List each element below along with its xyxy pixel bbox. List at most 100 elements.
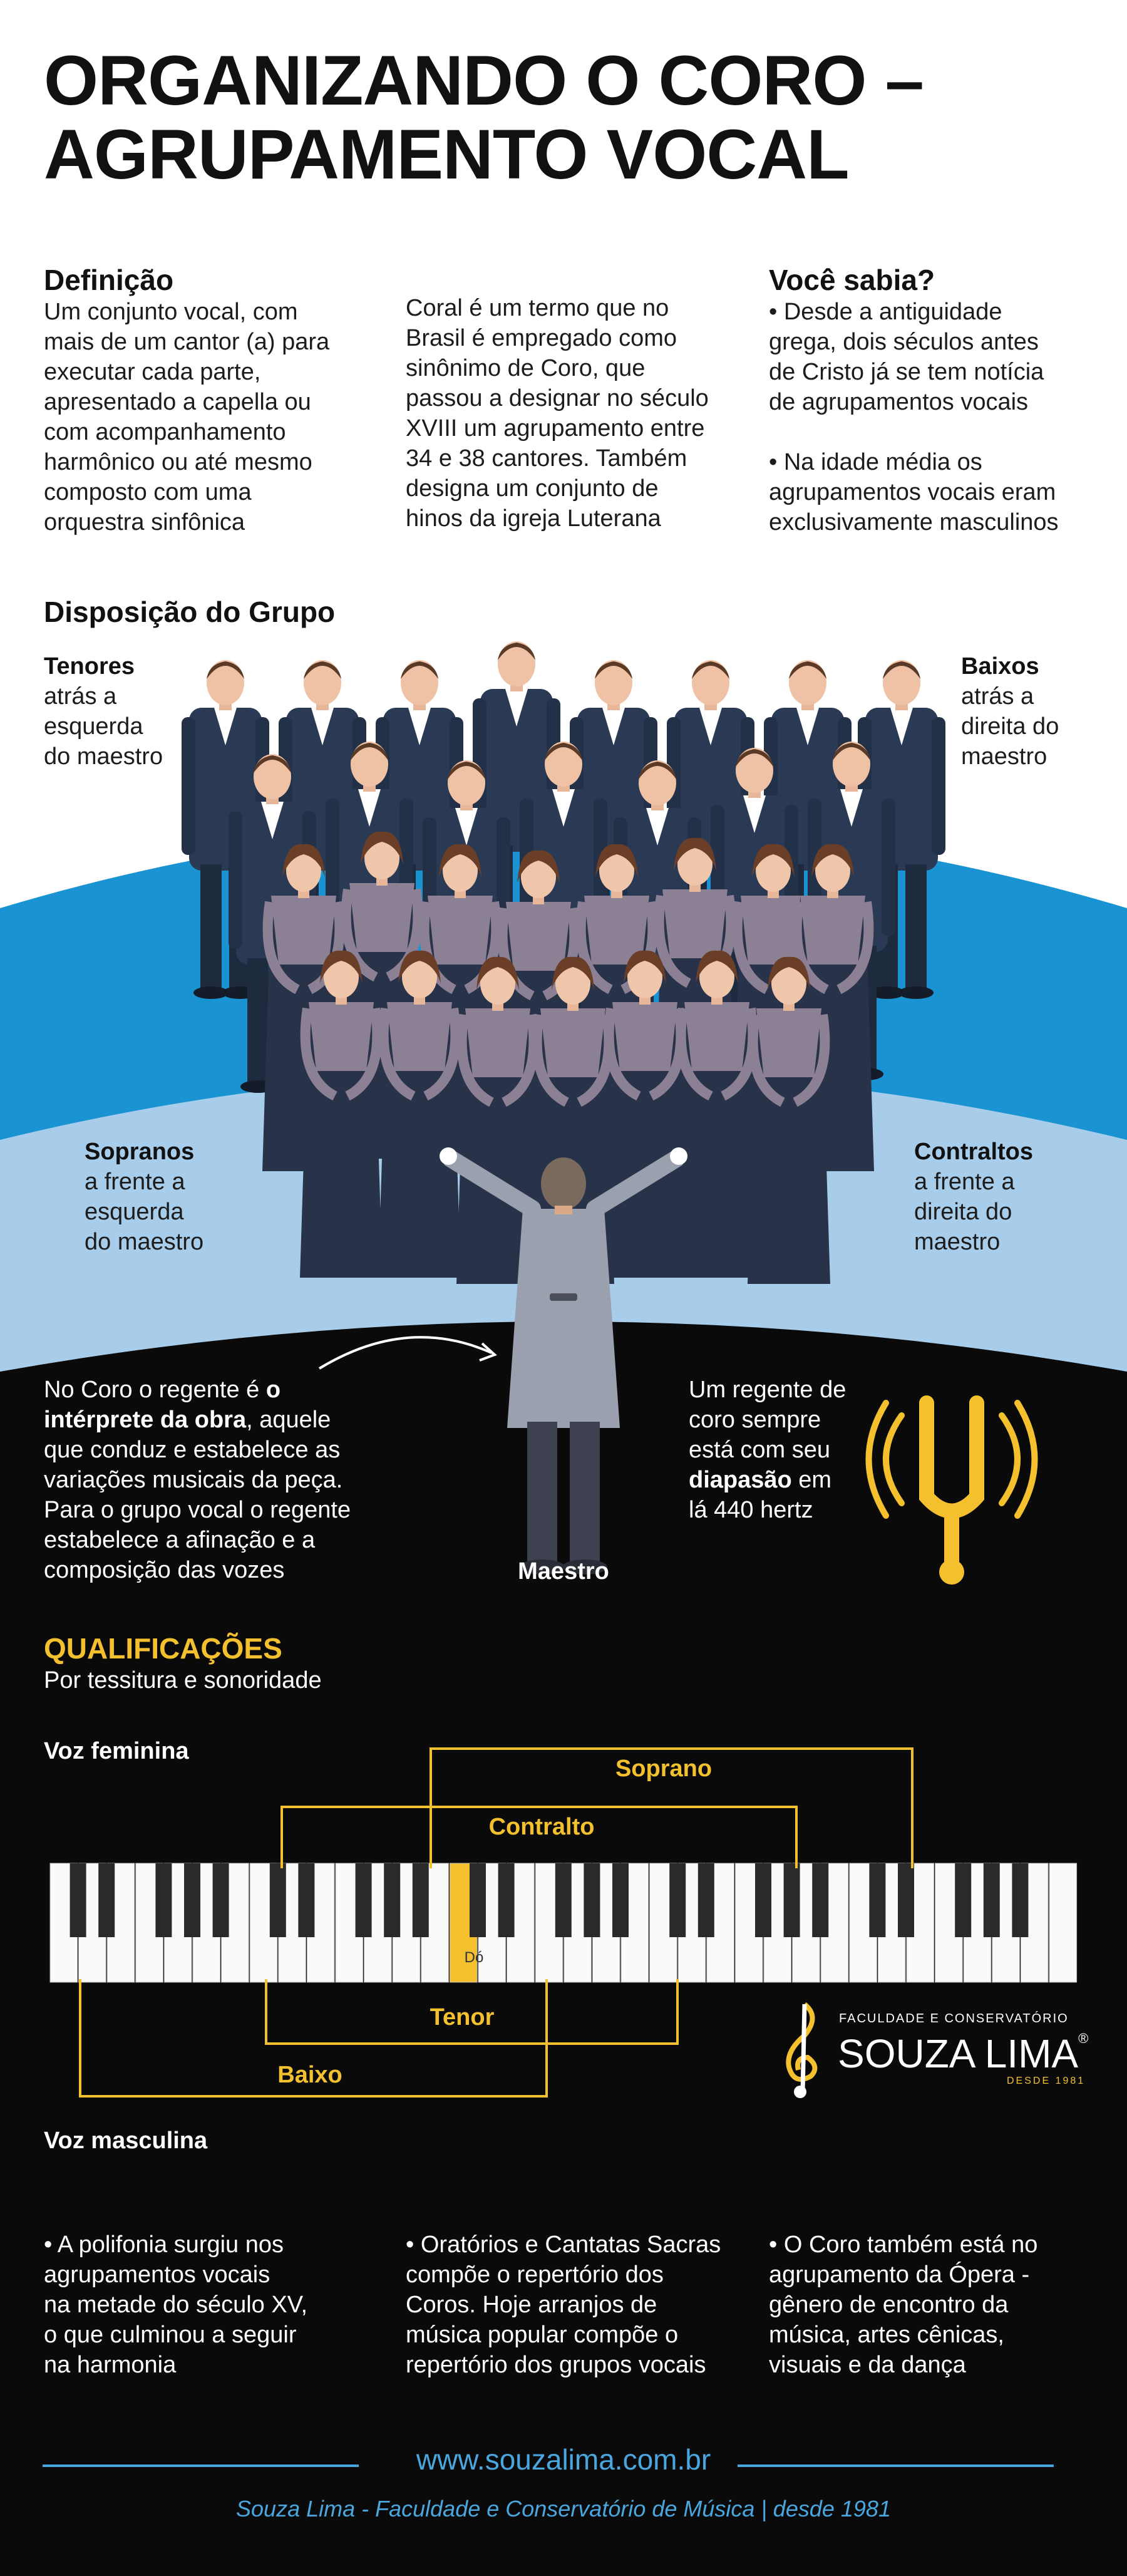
logo-name-2: LIMA <box>984 2031 1079 2076</box>
souza-lima-logo: FACULDADE E CONSERVATÓRIO SOUZA LIMA® DE… <box>776 1998 1089 2098</box>
baixos-line: maestro <box>961 743 1047 770</box>
black-key <box>155 1863 172 1937</box>
did-you-know-line: • Desde a antiguidade <box>769 299 1002 325</box>
regente-bold-part: intérprete da obra <box>44 1407 247 1433</box>
black-key <box>355 1863 372 1937</box>
disposition-heading: Disposição do Grupo <box>44 596 336 628</box>
did-you-know-text: • Desde a antiguidade grega, dois século… <box>769 297 1107 537</box>
regente-line: Para o grupo vocal o regente <box>44 1497 351 1523</box>
maestro-figure <box>440 1147 687 1575</box>
tenores-line: atrás a <box>44 683 117 710</box>
regente-line: variações musicais da peça. <box>44 1467 343 1493</box>
bullet-line: • O Coro também está no <box>769 2232 1038 2258</box>
black-key <box>955 1863 972 1937</box>
baixos-line: direita do <box>961 713 1059 740</box>
bullet-polifonia: • A polifonia surgiu nos agrupamentos vo… <box>44 2230 394 2380</box>
diapasao-line: Um regente de <box>689 1377 847 1403</box>
keyboard-range-diagram <box>49 1747 1078 2098</box>
black-key <box>612 1863 629 1937</box>
black-key <box>869 1863 886 1937</box>
qualificacoes-block: QUALIFICAÇÕES Por tessitura e sonoridade <box>44 1632 322 1695</box>
baixos-label: Baixos atrás a direita do maestro <box>961 651 1059 772</box>
tenor-range-label: Tenor <box>430 2004 495 2030</box>
did-you-know-line: • Na idade média os <box>769 449 982 475</box>
tenores-title: Tenores <box>44 653 135 680</box>
did-you-know-heading: Você sabia? <box>769 264 935 296</box>
sopranos-label: Sopranos a frente a esquerda do maestro <box>85 1137 203 1257</box>
coral-line: hinos da igreja Luterana <box>406 505 661 532</box>
regente-text-part: No Coro o regente é <box>44 1377 266 1403</box>
contralto-range <box>280 1806 798 1868</box>
contraltos-line: direita do <box>914 1199 1012 1225</box>
bullet-line: música popular compõe o <box>406 2322 679 2348</box>
logo-name-1: SOUZA <box>838 2031 974 2076</box>
voz-feminina-label: Voz feminina <box>44 1738 189 1764</box>
website-link[interactable]: www.souzalima.com.br <box>416 2443 711 2476</box>
bullet-line: repertório dos grupos vocais <box>406 2352 706 2378</box>
regente-text-part: , aquele <box>246 1407 331 1433</box>
black-key <box>1012 1863 1029 1937</box>
arrow-head-icon <box>479 1342 497 1362</box>
diapasao-line: lá 440 hertz <box>689 1497 813 1523</box>
footer-divider-right <box>738 2465 1054 2467</box>
title-line-2: AGRUPAMENTO VOCAL <box>44 115 850 194</box>
diapasao-line: diapasão em <box>689 1465 914 1495</box>
soprano-range <box>430 1747 913 1868</box>
contraltos-title: Contraltos <box>914 1139 1033 1165</box>
coral-line: designa um conjunto de <box>406 475 659 502</box>
qualificacoes-subheading: Por tessitura e sonoridade <box>44 1667 322 1694</box>
black-key <box>783 1863 800 1937</box>
contralto-range-label: Contralto <box>488 1814 595 1840</box>
diapasao-text-part: em <box>791 1467 832 1493</box>
definition-line: mais de um cantor (a) para <box>44 329 330 355</box>
registered-mark: ® <box>1078 2030 1089 2046</box>
regente-line: composição das vozes <box>44 1557 285 1583</box>
diapasao-line: está com seu <box>689 1437 830 1463</box>
regente-line: que conduz e estabelece as <box>44 1437 341 1463</box>
bullet-line: música, artes cênicas, <box>769 2322 1004 2348</box>
definition-line: executar cada parte, <box>44 359 261 385</box>
regente-line: No Coro o regente é o <box>44 1375 394 1405</box>
bullet-oratorios: • Oratórios e Cantatas Sacras compõe o r… <box>406 2230 756 2380</box>
footer-divider-left <box>43 2465 359 2467</box>
did-you-know-line: agrupamentos vocais eram <box>769 479 1056 505</box>
baixo-range-label: Baixo <box>277 2062 342 2088</box>
black-key <box>212 1863 229 1937</box>
regente-line: intérprete da obra, aquele <box>44 1405 394 1435</box>
logo-subtitle: FACULDADE E CONSERVATÓRIO <box>839 2012 1069 2025</box>
black-key <box>470 1863 486 1937</box>
coral-text: Coral é um termo que no Brasil é emprega… <box>406 293 756 534</box>
coral-line: 34 e 38 cantores. Também <box>406 445 687 472</box>
arrow-line <box>318 1336 492 1370</box>
sopranos-line: esquerda <box>85 1199 184 1225</box>
baixos-title: Baixos <box>961 653 1039 680</box>
choir-illustration <box>182 641 945 1575</box>
voz-masculina-label: Voz masculina <box>44 2128 208 2154</box>
bullet-line: • Oratórios e Cantatas Sacras <box>406 2232 721 2258</box>
definition-line: composto com uma <box>44 479 252 505</box>
bullet-line: agrupamento da Ópera - <box>769 2262 1030 2288</box>
did-you-know-block: Você sabia? • Desde a antiguidade grega,… <box>769 263 1107 537</box>
regente-line: estabelece a afinação e a <box>44 1527 316 1553</box>
black-key <box>69 1863 86 1937</box>
tuning-fork-icon <box>865 1395 1038 1585</box>
bullet-opera: • O Coro também está no agrupamento da Ó… <box>769 2230 1107 2380</box>
range-brackets <box>79 1747 913 2098</box>
sopranos-title: Sopranos <box>85 1139 195 1165</box>
white-key <box>1049 1863 1078 1983</box>
footer-text: Souza Lima - Faculdade e Conservatório d… <box>236 2496 891 2522</box>
black-key <box>898 1863 914 1937</box>
piano-keyboard <box>49 1863 1078 1983</box>
did-you-know-line: de agrupamentos vocais <box>769 389 1029 415</box>
black-key <box>98 1863 115 1937</box>
definition-line: com acompanhamento <box>44 419 286 445</box>
maestro-label: Maestro <box>518 1558 609 1585</box>
logo-wordmark: SOUZA LIMA® <box>838 2030 1088 2077</box>
bullet-line: Coros. Hoje arranjos de <box>406 2292 657 2318</box>
black-key <box>298 1863 315 1937</box>
sopranos-line: do maestro <box>85 1229 204 1255</box>
black-key <box>555 1863 572 1937</box>
tenor-range <box>265 1979 679 2045</box>
